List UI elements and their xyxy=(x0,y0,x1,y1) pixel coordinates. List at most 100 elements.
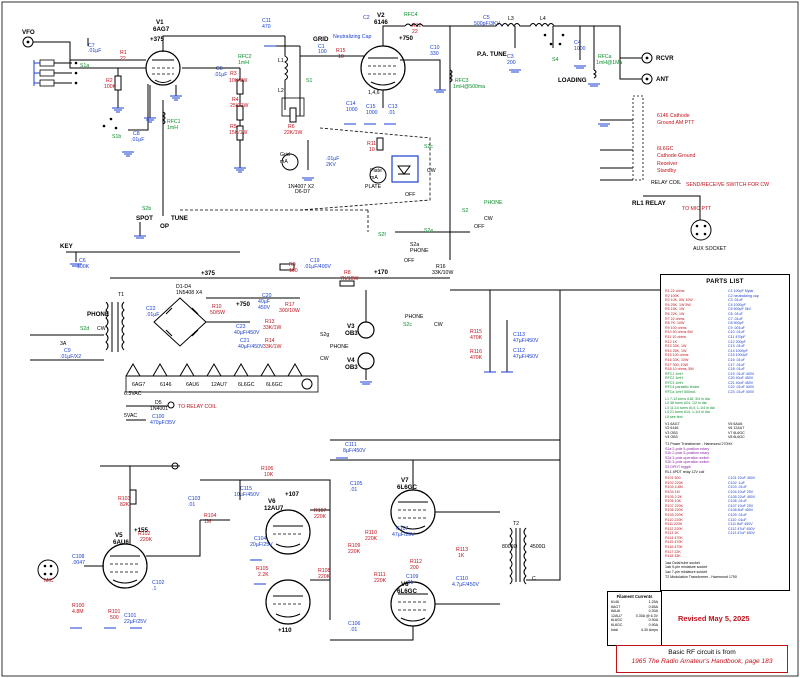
part-r111: R111 220K xyxy=(665,522,683,527)
tube-v6 xyxy=(265,509,311,625)
svg-text:470K: 470K xyxy=(470,355,483,361)
svg-text:200: 200 xyxy=(410,565,419,571)
part-c19: C19 .01uF 400V xyxy=(728,371,755,376)
svg-text:R104: R104 xyxy=(204,513,217,519)
svg-text:C6: C6 xyxy=(79,258,86,264)
parts-col-right: C1 100pF Mylar C2 neutralizing cap C3 .0… xyxy=(728,289,785,395)
mic-label: MIC xyxy=(44,578,54,584)
part-r107: R107 220K xyxy=(665,503,683,508)
v1-b-plus: +375 xyxy=(150,36,164,43)
svg-text:1mH: 1mH xyxy=(238,60,249,66)
svg-text:C11: C11 xyxy=(262,18,271,24)
d1d4-type: 1N5408 X4 xyxy=(176,290,202,296)
part-r108: R108 220K xyxy=(665,508,683,513)
v2-label: V2 xyxy=(377,12,385,19)
svg-text:R6: R6 xyxy=(288,124,295,130)
part-c14: C14 1000pF xyxy=(728,348,748,353)
svg-text:40µF/450V: 40µF/450V xyxy=(234,330,260,336)
svg-text:C21: C21 xyxy=(240,338,250,344)
svg-text:L4: L4 xyxy=(540,16,546,22)
svg-text:100K: 100K xyxy=(104,84,117,90)
svg-text:R2: R2 xyxy=(106,78,113,84)
part-r11: R11 10 ohms xyxy=(665,334,687,339)
v5-label: V5 xyxy=(115,532,123,539)
revision-date: Revised May 5, 2025 xyxy=(678,614,750,623)
b110-label: +110 xyxy=(278,627,292,634)
svg-text:R112: R112 xyxy=(410,559,422,565)
svg-text:Ground AM PTT: Ground AM PTT xyxy=(657,120,695,126)
svg-text:S2e: S2e xyxy=(424,228,433,234)
part-r117: R117 22K xyxy=(665,549,681,554)
svg-text:T1: T1 xyxy=(118,292,124,298)
svg-text:8µF/450V: 8µF/450V xyxy=(343,448,366,454)
svg-text:R107: R107 xyxy=(314,508,327,514)
svg-text:4.7µF/450V: 4.7µF/450V xyxy=(452,582,479,588)
part-r7: R7 22 ohms xyxy=(665,316,685,321)
grid-label: GRID xyxy=(313,36,329,43)
part-r12: R12 1K xyxy=(665,339,677,344)
part-v7: V7 6L6GC xyxy=(728,430,745,435)
svg-text:1000: 1000 xyxy=(366,110,378,116)
svg-text:C105: C105 xyxy=(350,481,363,487)
part-c10: C10 .01uF xyxy=(728,330,745,335)
svg-text:33K/10W: 33K/10W xyxy=(432,270,453,276)
svg-text:R10: R10 xyxy=(212,304,222,310)
rl1-label: RL1 RELAY xyxy=(632,200,667,207)
part-c103: C103 .01uF xyxy=(728,485,747,490)
part-c11: C11 470pF xyxy=(728,334,746,339)
s2-phone-label: PHONE xyxy=(484,200,503,206)
svg-text:50/5W: 50/5W xyxy=(210,310,225,316)
filament-string xyxy=(125,363,319,393)
s1b-label: S1b xyxy=(112,134,121,140)
source-note-line2: 1965 The Radio Amateur's Handbook, page … xyxy=(631,658,773,665)
svg-text:2.2K: 2.2K xyxy=(258,572,269,578)
part-l5: L5 see text xyxy=(665,415,683,420)
svg-text:R3: R3 xyxy=(230,71,237,77)
svg-text:220K: 220K xyxy=(318,574,331,580)
svg-text:1K: 1K xyxy=(458,553,465,559)
part-c15: C15 1000pF xyxy=(728,353,748,358)
svg-text:S2d: S2d xyxy=(80,326,89,332)
svg-text:Standby: Standby xyxy=(657,168,676,174)
vac63-label: 6.3VAC xyxy=(124,391,142,397)
svg-text:S2f: S2f xyxy=(378,232,386,238)
rcvr-label: RCVR xyxy=(656,55,674,62)
svg-text:C112: C112 xyxy=(513,348,525,354)
svg-text:100K: 100K xyxy=(77,264,90,270)
svg-text:470µF/35V: 470µF/35V xyxy=(150,420,176,426)
part-r9: R9 100 ohms xyxy=(665,325,687,330)
svg-text:22: 22 xyxy=(120,56,126,62)
svg-text:6146: 6146 xyxy=(160,382,172,388)
svg-text:R109: R109 xyxy=(348,543,361,549)
svg-text:.01µF: .01µF xyxy=(326,156,339,162)
svg-text:OFF: OFF xyxy=(474,224,484,230)
svg-text:8000Ω: 8000Ω xyxy=(502,544,518,550)
svg-text:S2c: S2c xyxy=(424,144,433,150)
svg-text:C104: C104 xyxy=(254,536,267,542)
svg-text:500: 500 xyxy=(110,615,119,621)
svg-text:R9: R9 xyxy=(289,262,296,268)
svg-text:7K/10W: 7K/10W xyxy=(340,276,359,282)
part-r118: R118 33K xyxy=(665,554,681,559)
svg-text:100: 100 xyxy=(318,49,327,55)
svg-text:L1: L1 xyxy=(278,58,284,64)
part-r106: R106 10K xyxy=(665,499,681,504)
svg-text:R15: R15 xyxy=(336,48,346,54)
part-r8: R8 7K, 10W xyxy=(665,321,685,326)
loading-label: LOADING xyxy=(558,77,587,84)
part-r10: R10 50 ohms 5W xyxy=(665,330,693,335)
svg-text:R16: R16 xyxy=(436,264,446,270)
svg-text:T2: T2 xyxy=(513,521,519,527)
part-r101: R101 500 xyxy=(665,476,681,481)
svg-text:R101: R101 xyxy=(108,609,121,615)
part-s1a: S1a 2-pole 5-position rotary xyxy=(665,446,710,451)
parts-col-left: R1 22 ohms R2 100K R3 10K, 5W 10W R4 25K… xyxy=(665,289,722,395)
svg-text:C10: C10 xyxy=(430,45,440,51)
source-note-line1: Basic RF circuit is from xyxy=(668,649,736,656)
v3-label: V3 xyxy=(347,323,355,330)
svg-text:R14: R14 xyxy=(265,338,275,344)
part-c7: C7 .01uF xyxy=(728,316,743,321)
